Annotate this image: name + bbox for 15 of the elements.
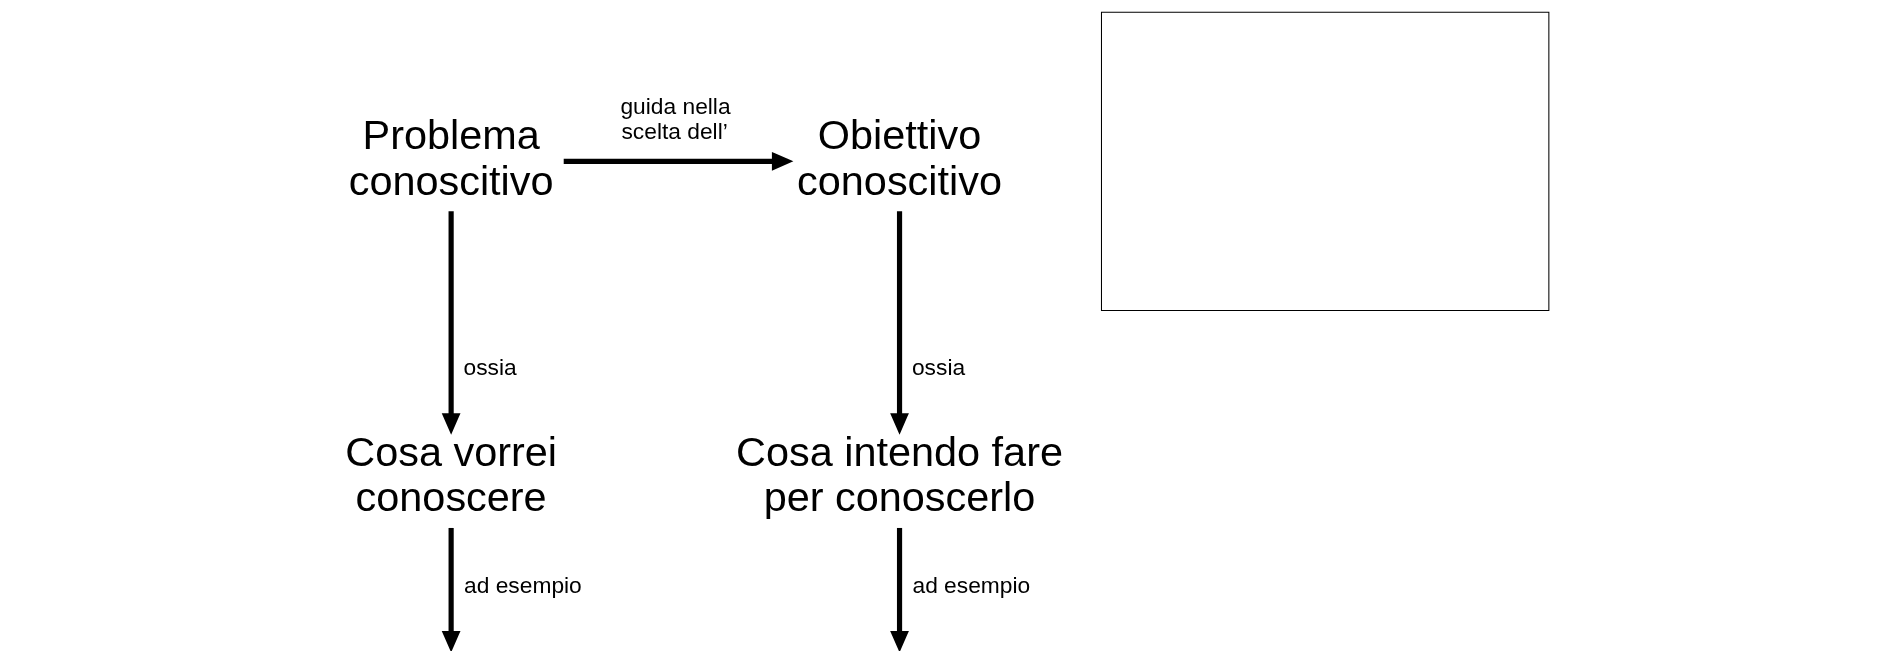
edge-label: ad esempio [911, 571, 1030, 598]
node-text: Obiettivo conoscitivo [796, 111, 1002, 204]
edge-label: ossia [463, 354, 517, 381]
arrow [889, 211, 909, 435]
arrow [441, 211, 461, 435]
arrow [441, 527, 461, 651]
edge-label: ossia [911, 354, 965, 381]
node-text: Problema conoscitivo [348, 111, 554, 204]
arrow [563, 151, 793, 171]
node-text: Cosa intendo fare per conoscerlo [735, 428, 1063, 521]
edge-label: ad esempio [463, 571, 582, 598]
node-text: Cosa vorrei conoscere [344, 428, 557, 521]
node-box [1100, 11, 1549, 311]
arrow [889, 527, 909, 651]
edge-label: guida nella scelta dell’ [619, 93, 731, 145]
